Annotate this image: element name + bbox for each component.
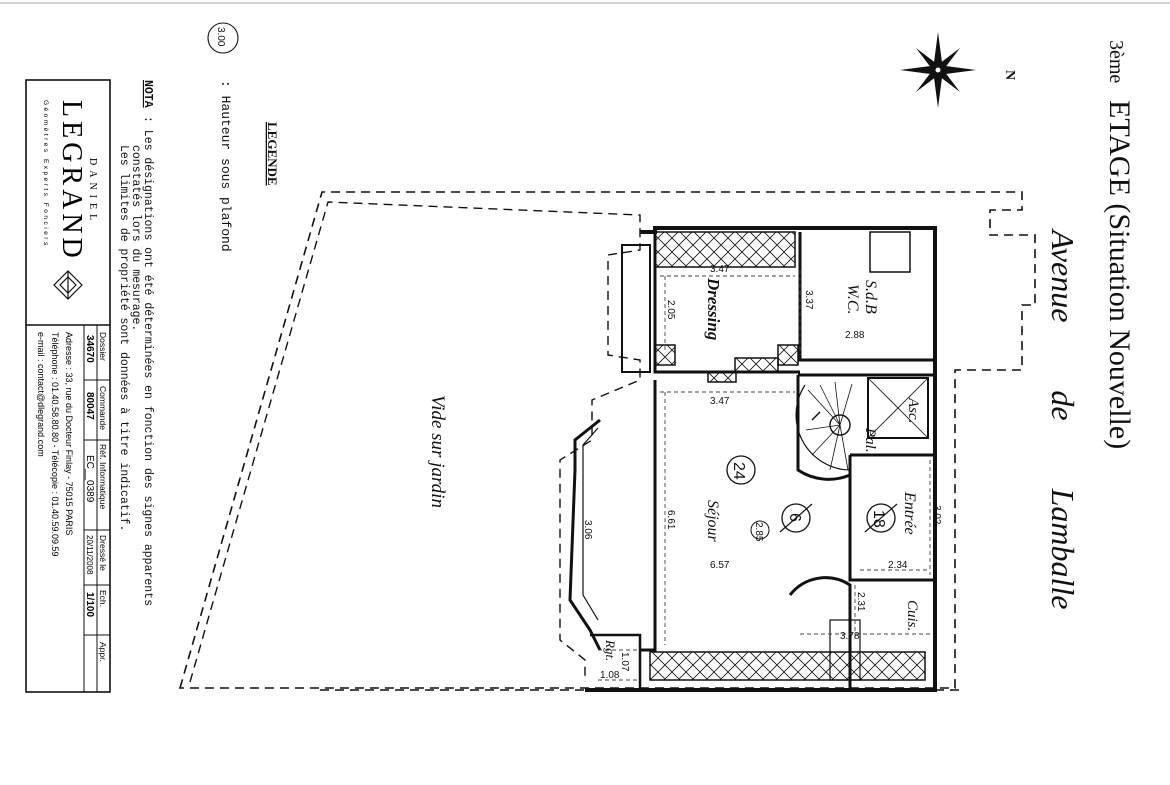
- floor-title: ETAGE (Situation Nouvelle): [1103, 100, 1136, 449]
- cartouche-value-ref: EC__0389: [84, 455, 95, 503]
- entree-crossed-number: 18: [870, 510, 887, 528]
- room-sejour-label: Séjour: [704, 500, 721, 543]
- spiral-staircase: [795, 381, 853, 471]
- company-top: DANIEL: [87, 158, 98, 225]
- room-dressing-label: Dressing: [704, 277, 723, 341]
- dimension-lines: [598, 270, 931, 681]
- legend-height-symbol: 3.00: [215, 27, 226, 47]
- note-line-3: Les limites de propriété sont données à …: [117, 145, 130, 531]
- room-sdb-label: S.d.B: [862, 280, 879, 314]
- dim-entree-width: 2.34: [888, 560, 908, 571]
- company-logo: [53, 270, 83, 300]
- cartouche: DANIEL LEGRAND Géomètres Experts Foncier…: [25, 79, 111, 693]
- dim-dressing-width: 3.47: [710, 264, 730, 275]
- cartouche-header-appr: Appr.: [98, 642, 108, 662]
- legend-heading: LEGENDE: [265, 122, 280, 186]
- north-label: N: [1002, 70, 1017, 80]
- ceiling-height-symbol: [207, 22, 239, 54]
- cartouche-address: Adresse : 33, rue du Docteur Finlay - 75…: [64, 332, 74, 535]
- room-entree-label: Entrée: [901, 491, 918, 535]
- hatched-blocks: [649, 231, 926, 681]
- room-rgt-label: Rgt.: [603, 639, 618, 661]
- cartouche-header-ech: Ech.: [98, 590, 108, 607]
- street-name: Avenue de Lamballe: [1045, 228, 1081, 609]
- note-label: NOTA: [141, 80, 154, 108]
- company-sub: Géomètres Experts Fonciers: [42, 100, 49, 248]
- dim-bay-length: 3.06: [582, 520, 593, 540]
- sejour-area-number: 24: [730, 462, 747, 480]
- cartouche-header-dossier: Dossier: [98, 332, 108, 361]
- walls: [568, 226, 937, 692]
- sejour-crossed-number: 6: [786, 513, 803, 522]
- compass-rose: [900, 32, 976, 108]
- cartouche-phone: Téléphone : 01.40.58.80.80 - Télécopie :…: [50, 332, 60, 557]
- floor-prefix: 3ème: [1105, 40, 1127, 83]
- note-line-2: constatés lors du mesurage.: [129, 145, 142, 331]
- note-line-1: : Les désignations ont été déterminées e…: [141, 116, 154, 606]
- dim-sejour-length: 6.61: [665, 510, 676, 530]
- cartouche-header-commande: Commande: [98, 386, 108, 430]
- sejour-height-number: 2.85: [753, 522, 764, 542]
- room-wc-label: W.C.: [844, 284, 861, 315]
- dim-cuis-width: 3.78: [840, 631, 860, 642]
- cartouche-header-ref: Réf. Informatique: [98, 444, 108, 509]
- dim-sejour-top: 3.47: [710, 396, 730, 407]
- cartouche-email: e-mail : contact@dlegrand.com: [36, 332, 46, 457]
- property-boundary: [178, 191, 1036, 689]
- room-cuis-label: Cuis.: [904, 600, 920, 631]
- company-name: LEGRAND: [56, 100, 87, 262]
- garden-boundary: [189, 201, 641, 683]
- cartouche-value-dossier: 34670: [84, 335, 95, 363]
- garden-label: Vide sur jardin: [427, 395, 448, 508]
- dim-entree-depth: 3.02: [931, 505, 942, 525]
- cartouche-value-date: 20/11/2008: [85, 535, 94, 575]
- cartouche-value-ech: 1/100: [84, 592, 95, 617]
- room-pal-label: Pal.: [862, 427, 878, 453]
- dim-dressing-depth: 2.05: [665, 300, 676, 320]
- dim-cuis-depth: 2.31: [855, 592, 866, 612]
- dim-sejour-width: 6.57: [710, 560, 730, 571]
- dim-sdb-depth: 3.37: [803, 290, 814, 310]
- cartouche-header-date: Dressé le: [98, 535, 108, 571]
- dim-rgt-width: 1.08: [600, 670, 620, 681]
- dim-sdb-width: 2.88: [845, 330, 865, 341]
- room-asc-label: Asc.: [905, 397, 921, 423]
- legend-height-text: : Hauteur sous plafond: [218, 80, 233, 252]
- dim-rgt-depth: 1.07: [619, 652, 630, 672]
- cartouche-value-commande: 80047: [84, 392, 95, 420]
